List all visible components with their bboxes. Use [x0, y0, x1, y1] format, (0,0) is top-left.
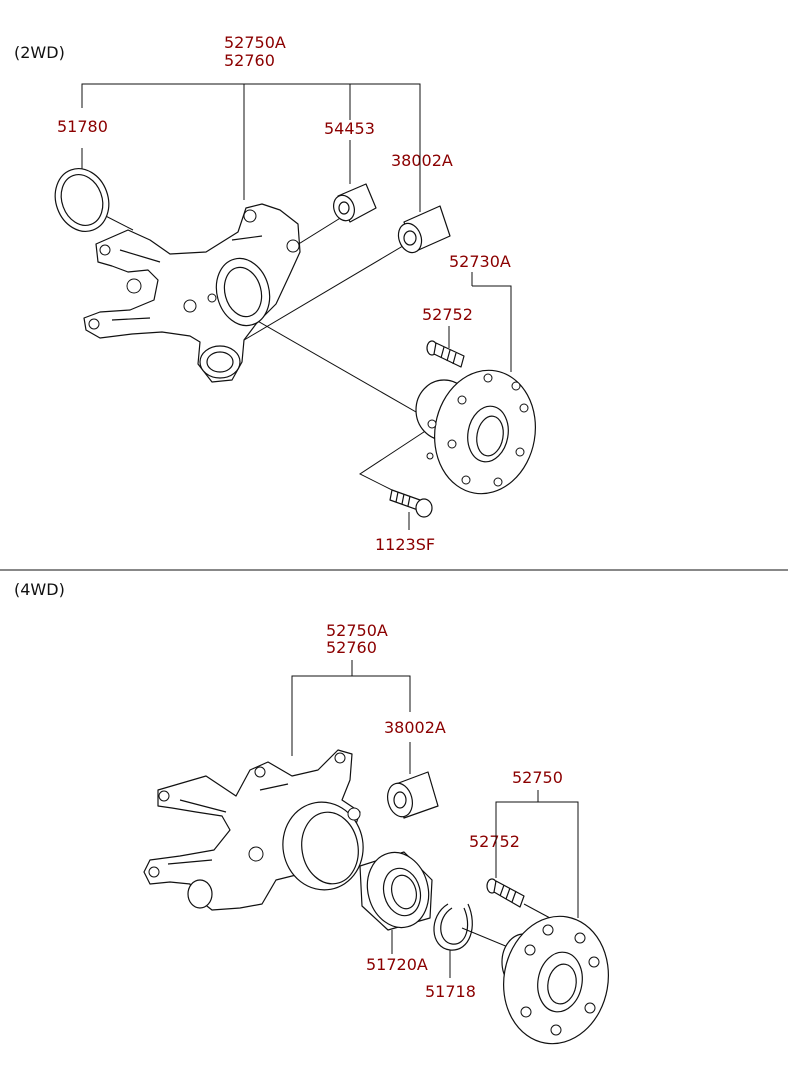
mount-bolt-1123sf[interactable] — [389, 489, 433, 518]
bushing-38002a-4wd[interactable] — [384, 771, 439, 820]
bushing-54453[interactable] — [330, 183, 377, 224]
section-2wd: (2WD) 52750A 52760 51780 54453 38002A 52… — [14, 33, 545, 554]
label-2wd-dust-cover[interactable]: 51780 — [57, 117, 108, 136]
knuckle-4wd[interactable] — [143, 749, 370, 911]
label-2wd-hub-assembly[interactable]: 52730A — [449, 252, 511, 271]
bearing-51720a[interactable] — [359, 846, 437, 935]
dust-cover-51780[interactable] — [47, 161, 118, 239]
label-4wd-bushing[interactable]: 38002A — [384, 718, 446, 737]
label-2wd-bushing-lower[interactable]: 38002A — [391, 151, 453, 170]
section-heading-2wd: (2WD) — [14, 43, 65, 62]
hub-assembly-52730a[interactable] — [415, 362, 545, 501]
label-4wd-knuckle-b[interactable]: 52760 — [326, 638, 377, 657]
label-2wd-bushing-upper[interactable]: 54453 — [324, 119, 375, 138]
section-heading-4wd: (4WD) — [14, 580, 65, 599]
hub-52750[interactable] — [494, 908, 619, 1052]
label-2wd-mount-bolt[interactable]: 1123SF — [375, 535, 435, 554]
label-4wd-hub[interactable]: 52750 — [512, 768, 563, 787]
label-2wd-knuckle-a[interactable]: 52750A — [224, 33, 286, 52]
knuckle-2wd[interactable] — [83, 203, 301, 383]
label-4wd-bearing[interactable]: 51720A — [366, 955, 428, 974]
label-4wd-hub-bolt[interactable]: 52752 — [469, 832, 520, 851]
label-4wd-knuckle-a[interactable]: 52750A — [326, 621, 388, 640]
snap-ring-51718[interactable] — [433, 903, 473, 951]
section-4wd: (4WD) 52750A 52760 38002A 52750 52752 51… — [14, 580, 619, 1052]
label-2wd-knuckle-b[interactable]: 52760 — [224, 51, 275, 70]
bushing-38002a[interactable] — [395, 205, 451, 256]
hub-bolt-52752-2wd[interactable] — [426, 340, 465, 368]
leader-lines-2wd — [81, 83, 512, 530]
label-4wd-snap-ring[interactable]: 51718 — [425, 982, 476, 1001]
hub-bolt-52752-4wd[interactable] — [486, 878, 525, 908]
label-2wd-hub-bolt[interactable]: 52752 — [422, 305, 473, 324]
